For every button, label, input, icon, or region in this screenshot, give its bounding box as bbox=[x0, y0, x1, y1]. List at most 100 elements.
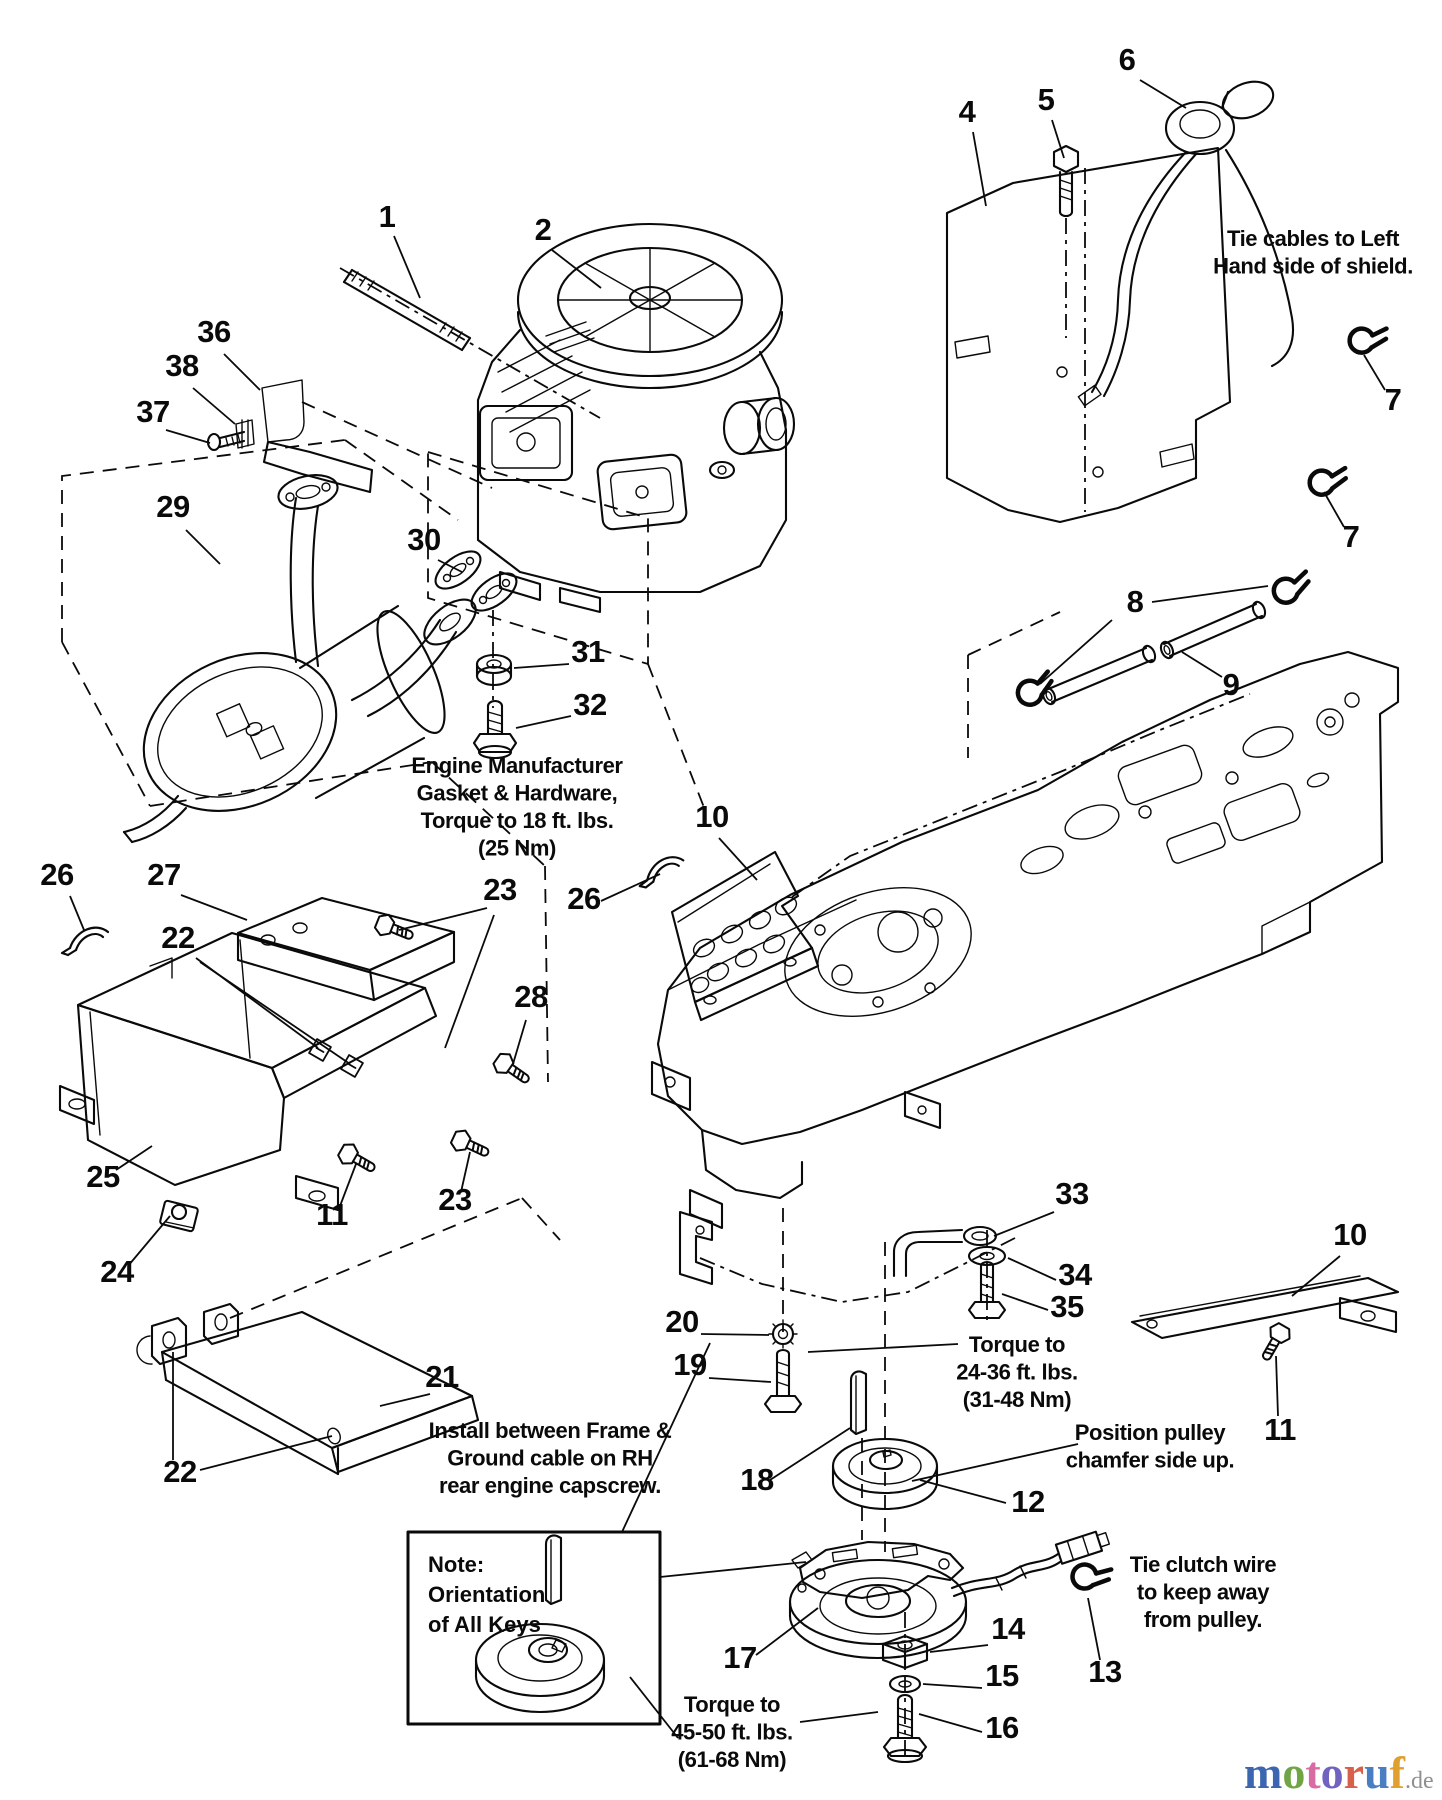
clamp-8-right bbox=[1273, 571, 1310, 603]
callout-38: 38 bbox=[165, 348, 236, 425]
clamp-7-upper bbox=[1347, 321, 1388, 358]
callout-label-15: 15 bbox=[985, 1658, 1019, 1693]
callout-label-16: 16 bbox=[985, 1710, 1019, 1745]
key-18 bbox=[849, 1370, 868, 1436]
callout-31: 31 bbox=[513, 634, 605, 669]
engine bbox=[476, 222, 796, 614]
callout-label-35: 35 bbox=[1050, 1289, 1084, 1324]
muffler-29 bbox=[122, 474, 477, 844]
bolt-23-lower bbox=[447, 1126, 494, 1165]
bolt-32 bbox=[472, 699, 518, 760]
callout-label-17: 17 bbox=[723, 1640, 756, 1675]
annotation-text-install-between: Install between Frame &Ground cable on R… bbox=[429, 1418, 672, 1498]
note-line-3: of All Keys bbox=[428, 1612, 541, 1637]
callout-label-11: 11 bbox=[316, 1197, 348, 1232]
callout-5: 5 bbox=[1038, 82, 1065, 159]
callout-label-37: 37 bbox=[136, 394, 169, 429]
callout-label-2: 2 bbox=[535, 212, 552, 247]
callout-label-24: 24 bbox=[100, 1254, 135, 1289]
bolt-11-right bbox=[1254, 1319, 1295, 1366]
screw-37 bbox=[206, 430, 246, 452]
callout-label-13: 13 bbox=[1088, 1654, 1122, 1689]
callout-22: 22 bbox=[161, 920, 351, 1065]
bolt-16 bbox=[882, 1693, 928, 1764]
callout-18: 18 bbox=[740, 1427, 851, 1497]
callout-label-23: 23 bbox=[438, 1182, 472, 1217]
callout-19: 19 bbox=[673, 1347, 772, 1383]
callout-15: 15 bbox=[922, 1658, 1019, 1693]
callout-8: 8 bbox=[1039, 584, 1269, 685]
bracket-36 bbox=[261, 379, 374, 494]
callout-7: 7 bbox=[1323, 491, 1360, 554]
nut-31 bbox=[475, 653, 513, 687]
clip-26-left bbox=[60, 926, 110, 957]
callout-label-22: 22 bbox=[161, 920, 194, 955]
tray-21 bbox=[136, 1302, 480, 1476]
callout-23: 23 bbox=[398, 872, 517, 1049]
callout-30: 30 bbox=[407, 522, 463, 573]
clip-nut-24 bbox=[159, 1199, 199, 1233]
callout-label-33: 33 bbox=[1055, 1176, 1089, 1211]
callout-label-31: 31 bbox=[571, 634, 605, 669]
stud-bolt-1 bbox=[342, 268, 472, 352]
callout-21: 21 bbox=[379, 1359, 459, 1407]
callout-label-36: 36 bbox=[197, 314, 231, 349]
callout-label-6: 6 bbox=[1119, 42, 1136, 77]
callout-label-34: 34 bbox=[1058, 1257, 1093, 1292]
callout-label-30: 30 bbox=[407, 522, 440, 557]
callout-14: 14 bbox=[929, 1611, 1026, 1653]
callout-25: 25 bbox=[86, 1145, 153, 1194]
callout-4: 4 bbox=[959, 94, 987, 207]
callout-label-10: 10 bbox=[1333, 1217, 1366, 1252]
callout-label-28: 28 bbox=[514, 979, 548, 1014]
note-box-text: Note: Orientation of All Keys bbox=[428, 1552, 551, 1637]
callout-33: 33 bbox=[993, 1176, 1089, 1237]
deflector-27 bbox=[236, 896, 456, 1002]
callout-label-18: 18 bbox=[740, 1462, 774, 1497]
perforated-plate-10 bbox=[670, 850, 820, 1022]
callout-10: 10 bbox=[1291, 1217, 1367, 1297]
callout-label-12: 12 bbox=[1011, 1484, 1044, 1519]
tubes-8-9 bbox=[1041, 600, 1267, 706]
callout-label-4: 4 bbox=[959, 94, 977, 129]
bolt-19 bbox=[763, 1348, 803, 1414]
note-pulley-drawing bbox=[474, 1622, 606, 1714]
callout-label-23: 23 bbox=[483, 872, 517, 907]
note-box bbox=[406, 1530, 662, 1726]
callout-10: 10 bbox=[695, 799, 758, 881]
callout-label-32: 32 bbox=[573, 687, 606, 722]
callout-11: 11 bbox=[1264, 1355, 1297, 1447]
callout-32: 32 bbox=[515, 687, 607, 729]
callout-label-10: 10 bbox=[695, 799, 728, 834]
callout-22: 22 bbox=[163, 1352, 333, 1489]
callout-label-25: 25 bbox=[86, 1159, 120, 1194]
callout-26: 26 bbox=[40, 857, 85, 931]
callout-label-22: 22 bbox=[163, 1454, 196, 1489]
callout-label-9: 9 bbox=[1223, 667, 1240, 702]
callout-7: 7 bbox=[1363, 354, 1402, 417]
shroud-25 bbox=[58, 931, 438, 1212]
callout-label-26: 26 bbox=[567, 881, 601, 916]
annotation-install-between: Install between Frame &Ground cable on R… bbox=[429, 1418, 673, 1498]
bolt-11-left bbox=[334, 1139, 381, 1180]
callout-label-19: 19 bbox=[673, 1347, 707, 1382]
clutch-17 bbox=[788, 1530, 1111, 1660]
callout-29: 29 bbox=[156, 489, 221, 565]
callout-26: 26 bbox=[567, 873, 661, 916]
callout-37: 37 bbox=[136, 394, 211, 444]
callout-2: 2 bbox=[535, 212, 602, 289]
bolt-28 bbox=[489, 1048, 536, 1091]
callout-16: 16 bbox=[918, 1710, 1019, 1745]
motoruf-logo[interactable]: motoruf.de bbox=[1244, 1747, 1434, 1798]
